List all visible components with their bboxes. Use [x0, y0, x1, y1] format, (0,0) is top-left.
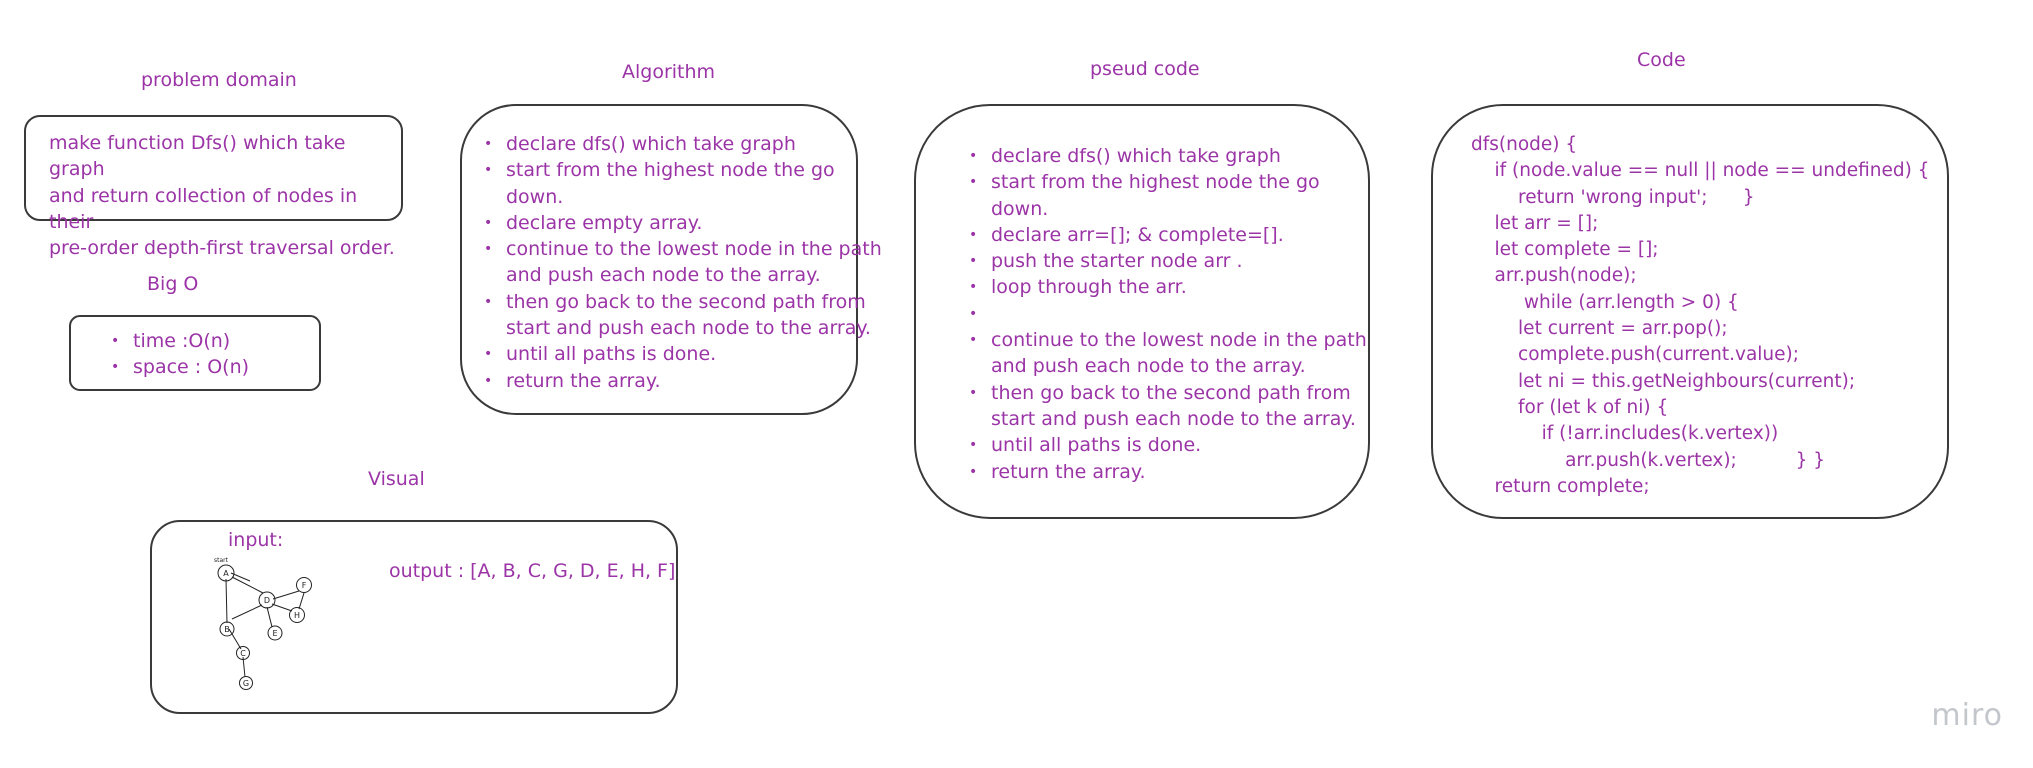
graph-edge — [225, 578, 228, 624]
pseudo-step: push the starter node arr . — [969, 248, 1368, 275]
visual-input-label: input: — [228, 529, 284, 551]
graph-edge — [228, 628, 242, 650]
graph-node — [289, 607, 305, 623]
algorithm-step: then go back to the second path fromstar… — [484, 289, 871, 342]
pseudo-step: then go back to the second path fromstar… — [969, 380, 1368, 433]
algorithm-step: continue to the lowest node in the patha… — [484, 236, 882, 289]
graph-node-label: F — [302, 581, 307, 590]
visual-box: input: output : [A, B, C, G, D, E, H, F] — [150, 520, 678, 714]
big-o-box: time :O(n) space : O(n) — [69, 315, 321, 391]
algorithm-step: until all paths is done. — [484, 341, 856, 368]
graph-node — [296, 577, 312, 593]
visual-output-label: output : [A, B, C, G, D, E, H, F] — [389, 560, 676, 582]
pseudo-code-box: declare dfs() which take graph start fro… — [914, 104, 1370, 519]
graph-edge — [272, 590, 300, 600]
algorithm-step: return the array. — [484, 368, 856, 395]
pseudo-step: return the array. — [969, 459, 1368, 486]
pseudo-step: continue to the lowest node in the patha… — [969, 327, 1368, 380]
miro-logo: miro — [1931, 698, 2003, 733]
graph-node-label: D — [264, 596, 270, 605]
graph-node — [239, 676, 253, 690]
problem-domain-line: and return collection of nodes in their — [49, 184, 358, 233]
graph-sketch: start A D F H E B C G — [214, 557, 312, 690]
problem-domain-title: problem domain — [141, 69, 297, 91]
big-o-item: time :O(n) — [111, 328, 319, 355]
code-title: Code — [1637, 49, 1686, 71]
graph-node-label: H — [294, 611, 300, 620]
code-line: for (let k of ni) { — [1471, 396, 1669, 418]
graph-node-label: B — [224, 625, 230, 634]
big-o-item: space : O(n) — [111, 354, 319, 381]
graph-node — [267, 625, 283, 641]
graph-edge — [242, 656, 246, 678]
code-line: return 'wrong input'; } — [1471, 186, 1755, 208]
pseudo-step: declare dfs() which take graph — [969, 143, 1368, 170]
pseudo-step — [969, 301, 1368, 328]
code-line: if (node.value == null || node == undefi… — [1471, 160, 1930, 182]
big-o-title: Big O — [147, 273, 199, 295]
code-line: complete.push(current.value); — [1471, 344, 1799, 366]
pseudo-step: declare arr=[]; & complete=[]. — [969, 222, 1368, 249]
code-line: let arr = []; — [1471, 212, 1599, 234]
graph-node-label: C — [240, 649, 246, 658]
pseudo-step: until all paths is done. — [969, 432, 1368, 459]
code-line: let ni = this.getNeighbours(current); — [1471, 370, 1856, 392]
code-line: while (arr.length > 0) { — [1471, 291, 1739, 313]
pseudo-step: loop through the arr. — [969, 274, 1368, 301]
algorithm-step: declare empty array. — [484, 210, 856, 237]
algorithm-title: Algorithm — [622, 61, 716, 83]
graph-node-label: E — [272, 629, 277, 638]
pseudo-code-title: pseud code — [1090, 58, 1200, 80]
graph-edge — [271, 603, 293, 612]
visual-title: Visual — [368, 468, 425, 490]
graph-node — [219, 621, 235, 637]
graph-node-label: G — [243, 679, 249, 688]
graph-node — [217, 564, 235, 582]
graph-edge — [231, 604, 263, 620]
problem-domain-line: make function Dfs() which take graph — [49, 132, 346, 181]
code-box: dfs(node) { if (node.value == null || no… — [1431, 104, 1949, 519]
graph-node-label: A — [223, 569, 229, 578]
algorithm-box: declare dfs() which take graph start fro… — [460, 104, 882, 415]
code-line: let complete = []; — [1471, 239, 1659, 261]
algorithm-step: declare dfs() which take graph — [484, 131, 856, 158]
problem-domain-line: pre-order depth-first traversal order. — [49, 237, 395, 260]
code-line: arr.push(k.vertex); } } — [1471, 449, 1826, 471]
graph-node — [258, 591, 276, 609]
graph-edge — [298, 592, 305, 610]
graph-edge — [266, 606, 273, 628]
graph-edge — [231, 576, 264, 594]
code-line: dfs(node) { — [1471, 134, 1578, 155]
graph-start-label: start — [214, 557, 229, 564]
graph-node — [236, 646, 250, 660]
code-line: return complete; — [1471, 475, 1650, 497]
problem-domain-box: make function Dfs() which take graph and… — [24, 115, 403, 259]
code-line: if (!arr.includes(k.vertex)) — [1471, 423, 1779, 445]
code-line: let current = arr.pop(); — [1471, 318, 1728, 340]
code-line: arr.push(node); — [1471, 265, 1637, 287]
